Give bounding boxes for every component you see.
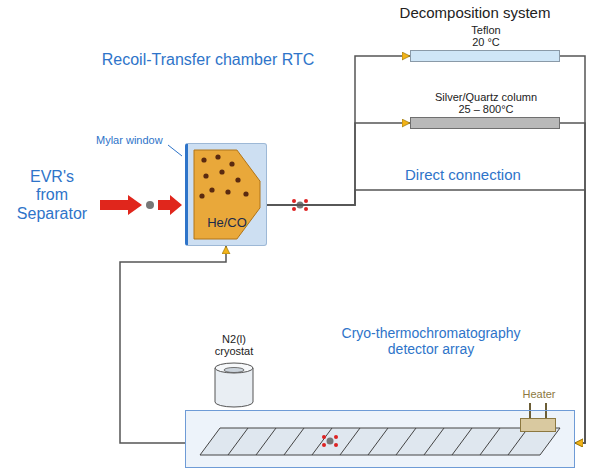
flow-line	[560, 56, 585, 443]
group-title: Decomposition system	[395, 4, 555, 21]
window-label: Mylar window	[96, 134, 163, 147]
heading-text: N2(l) cryostat	[204, 333, 264, 358]
cryostat-outline	[214, 362, 254, 408]
flow-line	[267, 56, 410, 205]
heading-text: Recoil-Transfer chamber RTC	[93, 51, 323, 69]
heater-block: Heater	[520, 418, 556, 432]
flow-line	[560, 123, 585, 443]
silver-quartz-column: Silver/Quartz column 25 – 800°C	[410, 117, 560, 129]
beam-arrows	[100, 195, 182, 215]
gas-cell: He/CO	[194, 150, 260, 239]
molecule	[322, 435, 338, 447]
node-heading: Heater	[509, 388, 569, 401]
flow-line	[120, 246, 226, 443]
array-ground	[185, 410, 575, 468]
cryostat: N2(l) cryostat	[214, 362, 254, 408]
teflon-tube: Teflon 20 °C	[410, 50, 560, 62]
connector-label: Direct connection	[405, 166, 521, 183]
node-heading: Teflon 20 °C	[466, 24, 506, 49]
flow-line	[267, 123, 410, 205]
heading-text: Silver/Quartz column 25 – 800°C	[432, 91, 540, 116]
detector-array-box: Cryo-thermochromatography detector array	[185, 410, 575, 468]
chamber-box: Recoil-Transfer chamber RTCHe/CO	[185, 143, 267, 246]
node-heading: Silver/Quartz column 25 – 800°C	[432, 91, 540, 116]
node-heading: N2(l) cryostat	[204, 333, 264, 358]
node-heading: Recoil-Transfer chamber RTC	[93, 51, 323, 69]
node-text: He/CO	[207, 215, 247, 230]
heading-text: Teflon 20 °C	[466, 24, 506, 49]
heading-text: Heater	[509, 388, 569, 401]
heading-text: Cryo-thermochromatography detector array	[321, 325, 541, 357]
beam-label: EVR's from Separator	[15, 168, 89, 223]
detector-array	[200, 428, 560, 455]
node-heading: Cryo-thermochromatography detector array	[321, 325, 541, 357]
leader-line	[168, 145, 182, 156]
flow-line	[267, 190, 585, 443]
